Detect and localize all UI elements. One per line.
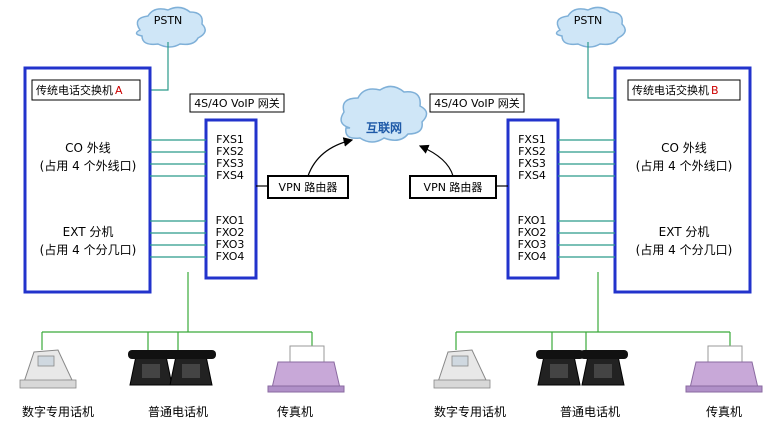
extension-wiring [41,272,731,350]
svg-text:FXS1: FXS1 [216,133,244,146]
internet-label: 互联网 [366,121,402,135]
pbx-a-ext-label: EXT 分机 [63,225,114,239]
svg-text:FXO3: FXO3 [216,238,245,251]
svg-text:FXS2: FXS2 [518,145,546,158]
device-label-right-fax: 传真机 [706,404,742,419]
pstn-left-label: PSTN [154,14,183,27]
device-label-right-phone: 普通电话机 [560,405,620,419]
internet-cloud: 互联网 [340,85,428,143]
svg-text:FXS3: FXS3 [216,157,244,170]
svg-text:FXO1: FXO1 [518,214,547,227]
digital-phone-icon [19,349,77,389]
router-right-label: VPN 路由器 [424,180,483,194]
svg-text:FXO1: FXO1 [216,214,245,227]
gateway-right-label: 4S/4O VoIP 网关 [434,96,520,110]
port-links [150,139,615,258]
svg-text:FXS1: FXS1 [518,133,546,146]
svg-text:FXO4: FXO4 [518,250,547,263]
svg-text:FXS2: FXS2 [216,145,244,158]
pbx-b-co-label: CO 外线 [661,141,707,155]
svg-text:FXO3: FXO3 [518,238,547,251]
pbx-b-ext-desc: (占用 4 个分几口) [636,242,733,257]
pbx-a-co-desc: (占用 4 个外线口) [40,158,137,173]
phone-icon [168,350,216,386]
device-label-left-digital: 数字专用话机 [22,404,94,419]
pstn-right-label: PSTN [574,14,603,27]
svg-text:FXS3: FXS3 [518,157,546,170]
svg-text:FXS4: FXS4 [518,169,546,182]
router-right: VPN 路由器 [409,175,508,199]
phone-icon [128,350,176,386]
fax-icon [685,345,763,393]
router-left-label: VPN 路由器 [279,180,338,194]
svg-text:FXO2: FXO2 [216,226,245,239]
fax-icon [267,345,345,393]
svg-text:FXO4: FXO4 [216,250,245,263]
svg-text:FXO2: FXO2 [518,226,547,239]
digital-phone-icon [433,349,491,389]
router-left: VPN 路由器 [256,175,349,199]
pstn-cloud-right: PSTN [555,6,626,48]
device-label-left-fax: 传真机 [277,404,313,419]
pbx-b-ext-label: EXT 分机 [659,225,710,239]
pbx-b-co-desc: (占用 4 个外线口) [636,158,733,173]
pstn-cloud-left: PSTN [135,6,206,48]
phone-icon [580,350,628,386]
pbx-a-co-label: CO 外线 [65,141,111,155]
device-label-right-digital: 数字专用话机 [434,404,506,419]
gateway-right: 4S/4O VoIP 网关 FXS1 FXS2 FXS3 FXS4 FXO1 F… [429,93,560,280]
device-label-left-phone: 普通电话机 [148,405,208,419]
phone-icon [536,350,584,386]
pbx-a-ext-desc: (占用 4 个分几口) [40,242,137,257]
gateway-left: 4S/4O VoIP 网关 FXS1 FXS2 FXS3 FXS4 FXO1 F… [189,93,285,280]
gateway-left-label: 4S/4O VoIP 网关 [194,96,280,110]
vpn-arrows [307,137,454,177]
svg-text:FXS4: FXS4 [216,169,244,182]
